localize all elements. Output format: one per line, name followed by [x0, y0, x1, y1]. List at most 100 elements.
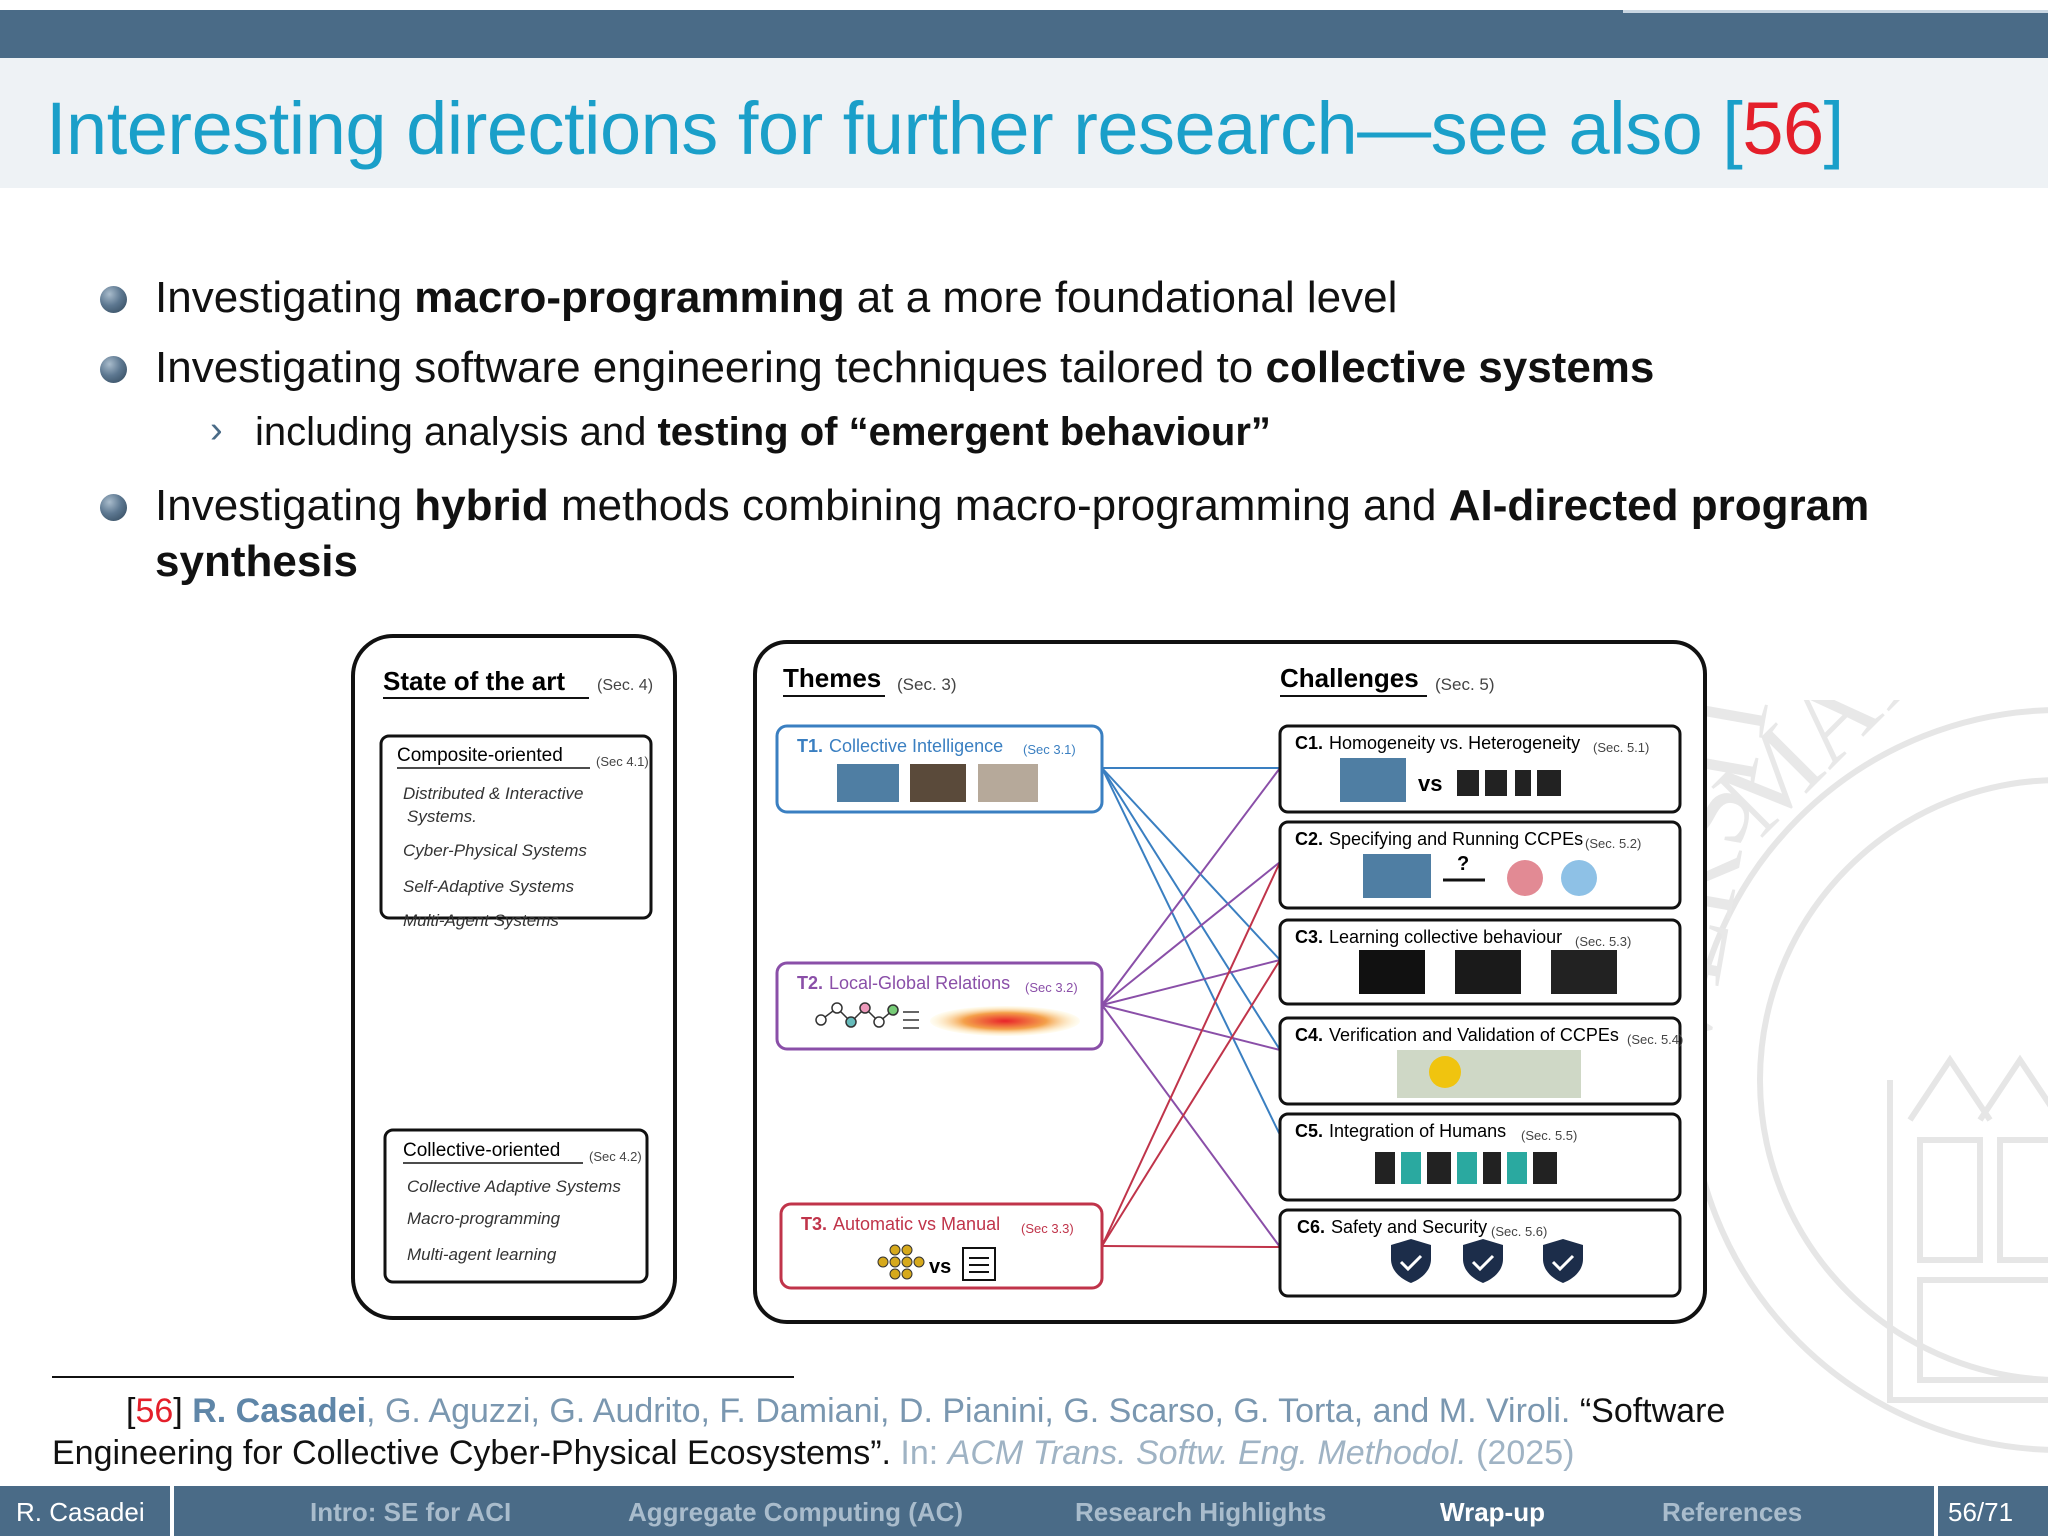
footer-separator: [1934, 1486, 1938, 1536]
theme-challenge-links: [1101, 767, 1281, 1248]
simulation-frame-icon: [1359, 950, 1425, 994]
birds-photo-icon: [978, 764, 1038, 802]
composite-item: Self-Adaptive Systems: [403, 877, 575, 896]
graph-network-icon: [815, 1002, 919, 1029]
footer-author: R. Casadei: [16, 1497, 145, 1527]
svg-text:(Sec. 5.4): (Sec. 5.4): [1627, 1032, 1683, 1047]
challenge-c4: C4.Verification and Validation of CCPEs …: [1278, 1016, 1683, 1106]
swarm-photo-icon: [1363, 854, 1431, 898]
blob-icon: [1561, 860, 1597, 896]
neural-net-icon: [877, 1244, 925, 1280]
challenges-title: Challenges: [1280, 663, 1419, 693]
t1-sec: (Sec 3.1): [1023, 742, 1076, 757]
bullet-ball-icon: [100, 286, 127, 313]
collective-item: Macro-programming: [407, 1209, 561, 1228]
t2-sec: (Sec 3.2): [1025, 980, 1078, 995]
footnote-in: In:: [890, 1434, 948, 1472]
soa-sec: (Sec. 4): [597, 677, 653, 694]
svg-text:(Sec. 5.5): (Sec. 5.5): [1521, 1128, 1577, 1143]
svg-text:(Sec. 5.2): (Sec. 5.2): [1585, 836, 1641, 851]
svg-text:vs: vs: [1418, 771, 1442, 796]
svg-text:C4.Verification and Validation: C4.Verification and Validation of CCPEs: [1295, 1025, 1619, 1045]
t3-vs: vs: [929, 1256, 951, 1278]
title-citation-link[interactable]: 56: [1742, 87, 1824, 170]
header-highlight: [1623, 10, 2048, 13]
svg-text:C2.Specifying and Running CCPE: C2.Specifying and Running CCPEs: [1295, 829, 1583, 849]
title-text: Interesting directions for further resea…: [46, 87, 1743, 170]
simulation-frame-icon: [1455, 950, 1521, 994]
swarm-photo-icon: [837, 764, 899, 802]
soa-title: State of the art: [383, 666, 565, 696]
nav-section-aggregate-computing[interactable]: Aggregate Computing (AC): [628, 1497, 964, 1527]
humans-robots-icon: [1375, 1152, 1557, 1184]
themes-title: Themes: [783, 663, 881, 693]
svg-text:C6.Safety and Security: C6.Safety and Security: [1297, 1217, 1487, 1237]
robots-icon: [1457, 770, 1561, 796]
ants-photo-icon: [910, 764, 966, 802]
nav-section-references[interactable]: References: [1662, 1497, 1803, 1527]
challenge-c3: C3.Learning collective behaviour (Sec. 5…: [1278, 918, 1682, 1006]
theme-t3-box: [779, 1202, 1104, 1290]
bullet-ball-icon: [100, 494, 127, 521]
composite-title: Composite-oriented: [397, 745, 563, 766]
composite-item: Distributed & Interactive: [403, 784, 583, 803]
simulation-frame-icon: [1551, 950, 1617, 994]
page-counter: 56/71: [1948, 1497, 2014, 1527]
collective-box: [383, 1128, 649, 1284]
svg-text:?: ?: [1457, 853, 1469, 875]
nav-section-wrap-up[interactable]: Wrap-up: [1440, 1497, 1545, 1527]
t3-sec: (Sec 3.3): [1021, 1221, 1074, 1236]
footnote-first-author: R. Casadei: [192, 1392, 367, 1430]
footnote-bracket: [: [126, 1392, 136, 1430]
code-document-icon: [962, 1247, 996, 1281]
slide-title: Interesting directions for further resea…: [46, 86, 1844, 171]
bullet-ball-icon: [100, 356, 127, 383]
collective-sec: (Sec 4.2): [589, 1149, 642, 1164]
composite-box: [379, 734, 653, 920]
t2-label: T2.Local-Global Relations: [797, 973, 1010, 993]
heatmap-icon: [930, 1006, 1080, 1036]
shield-check-icon: [1391, 1239, 1431, 1283]
composite-item: Systems.: [407, 807, 477, 826]
composite-item: Multi-Agent Systems: [403, 911, 559, 930]
svg-text:(Sec. 5.1): (Sec. 5.1): [1593, 740, 1649, 755]
footnote: [56] R. Casadei, G. Aguzzi, G. Audrito, …: [52, 1392, 1726, 1472]
footnote-rule: [52, 1376, 794, 1378]
footnote-title-2: Engineering for Collective Cyber-Physica…: [52, 1434, 891, 1472]
footnote-venue: ACM Trans. Softw. Eng. Methodol.: [947, 1434, 1467, 1472]
shield-check-icon: [1463, 1239, 1503, 1283]
footnote-year: (2025): [1466, 1434, 1575, 1472]
chevron-right-icon: ›: [210, 409, 223, 451]
svg-text:C5.Integration of Humans: C5.Integration of Humans: [1295, 1121, 1506, 1141]
challenge-c1: C1.Homogeneity vs. Heterogeneity (Sec. 5…: [1278, 724, 1682, 814]
title-band: [0, 58, 2048, 188]
composite-item: Cyber-Physical Systems: [403, 841, 587, 860]
nav-section-research-highlights[interactable]: Research Highlights: [1075, 1497, 1327, 1527]
t3-label: T3.Automatic vs Manual: [801, 1214, 1000, 1234]
research-themes-figure: State of the art (Sec. 4) Composite-orie…: [351, 634, 1707, 1324]
swarm-photo-icon: [1340, 758, 1406, 802]
svg-text:(Sec. 5.3): (Sec. 5.3): [1575, 934, 1631, 949]
challenge-c5: C5.Integration of Humans (Sec. 5.5): [1278, 1112, 1682, 1202]
footnote-number: 56: [135, 1392, 174, 1430]
collective-title: Collective-oriented: [403, 1140, 560, 1161]
svg-text:(Sec. 5.6): (Sec. 5.6): [1491, 1224, 1547, 1239]
map-overlay-icon: [1397, 1050, 1581, 1098]
collective-item: Multi-agent learning: [407, 1245, 557, 1264]
collective-item: Collective Adaptive Systems: [407, 1177, 621, 1196]
composite-sec: (Sec 4.1): [596, 754, 649, 769]
node-cluster-icon: [1507, 860, 1543, 896]
top-header-bar: [0, 10, 2048, 58]
footnote-title-1: “Software: [1570, 1392, 1726, 1430]
challenge-c2: C2.Specifying and Running CCPEs (Sec. 5.…: [1278, 820, 1682, 910]
footnote-authors: , G. Aguzzi, G. Audrito, F. Damiani, D. …: [366, 1392, 1571, 1430]
challenges-sec: (Sec. 5): [1435, 675, 1495, 694]
challenge-c6: C6.Safety and Security (Sec. 5.6): [1278, 1208, 1682, 1298]
t1-label: T1.Collective Intelligence: [797, 736, 1003, 756]
nav-section-intro[interactable]: Intro: SE for ACI: [310, 1497, 512, 1527]
themes-sec: (Sec. 3): [897, 675, 957, 694]
svg-text:C1.Homogeneity vs. Heterogenei: C1.Homogeneity vs. Heterogeneity: [1295, 733, 1580, 753]
footer-navigation-bar: R. Casadei Intro: SE for ACI Aggregate C…: [0, 1486, 2048, 1536]
title-bracket: ]: [1823, 87, 1845, 170]
footer-separator: [170, 1486, 174, 1536]
